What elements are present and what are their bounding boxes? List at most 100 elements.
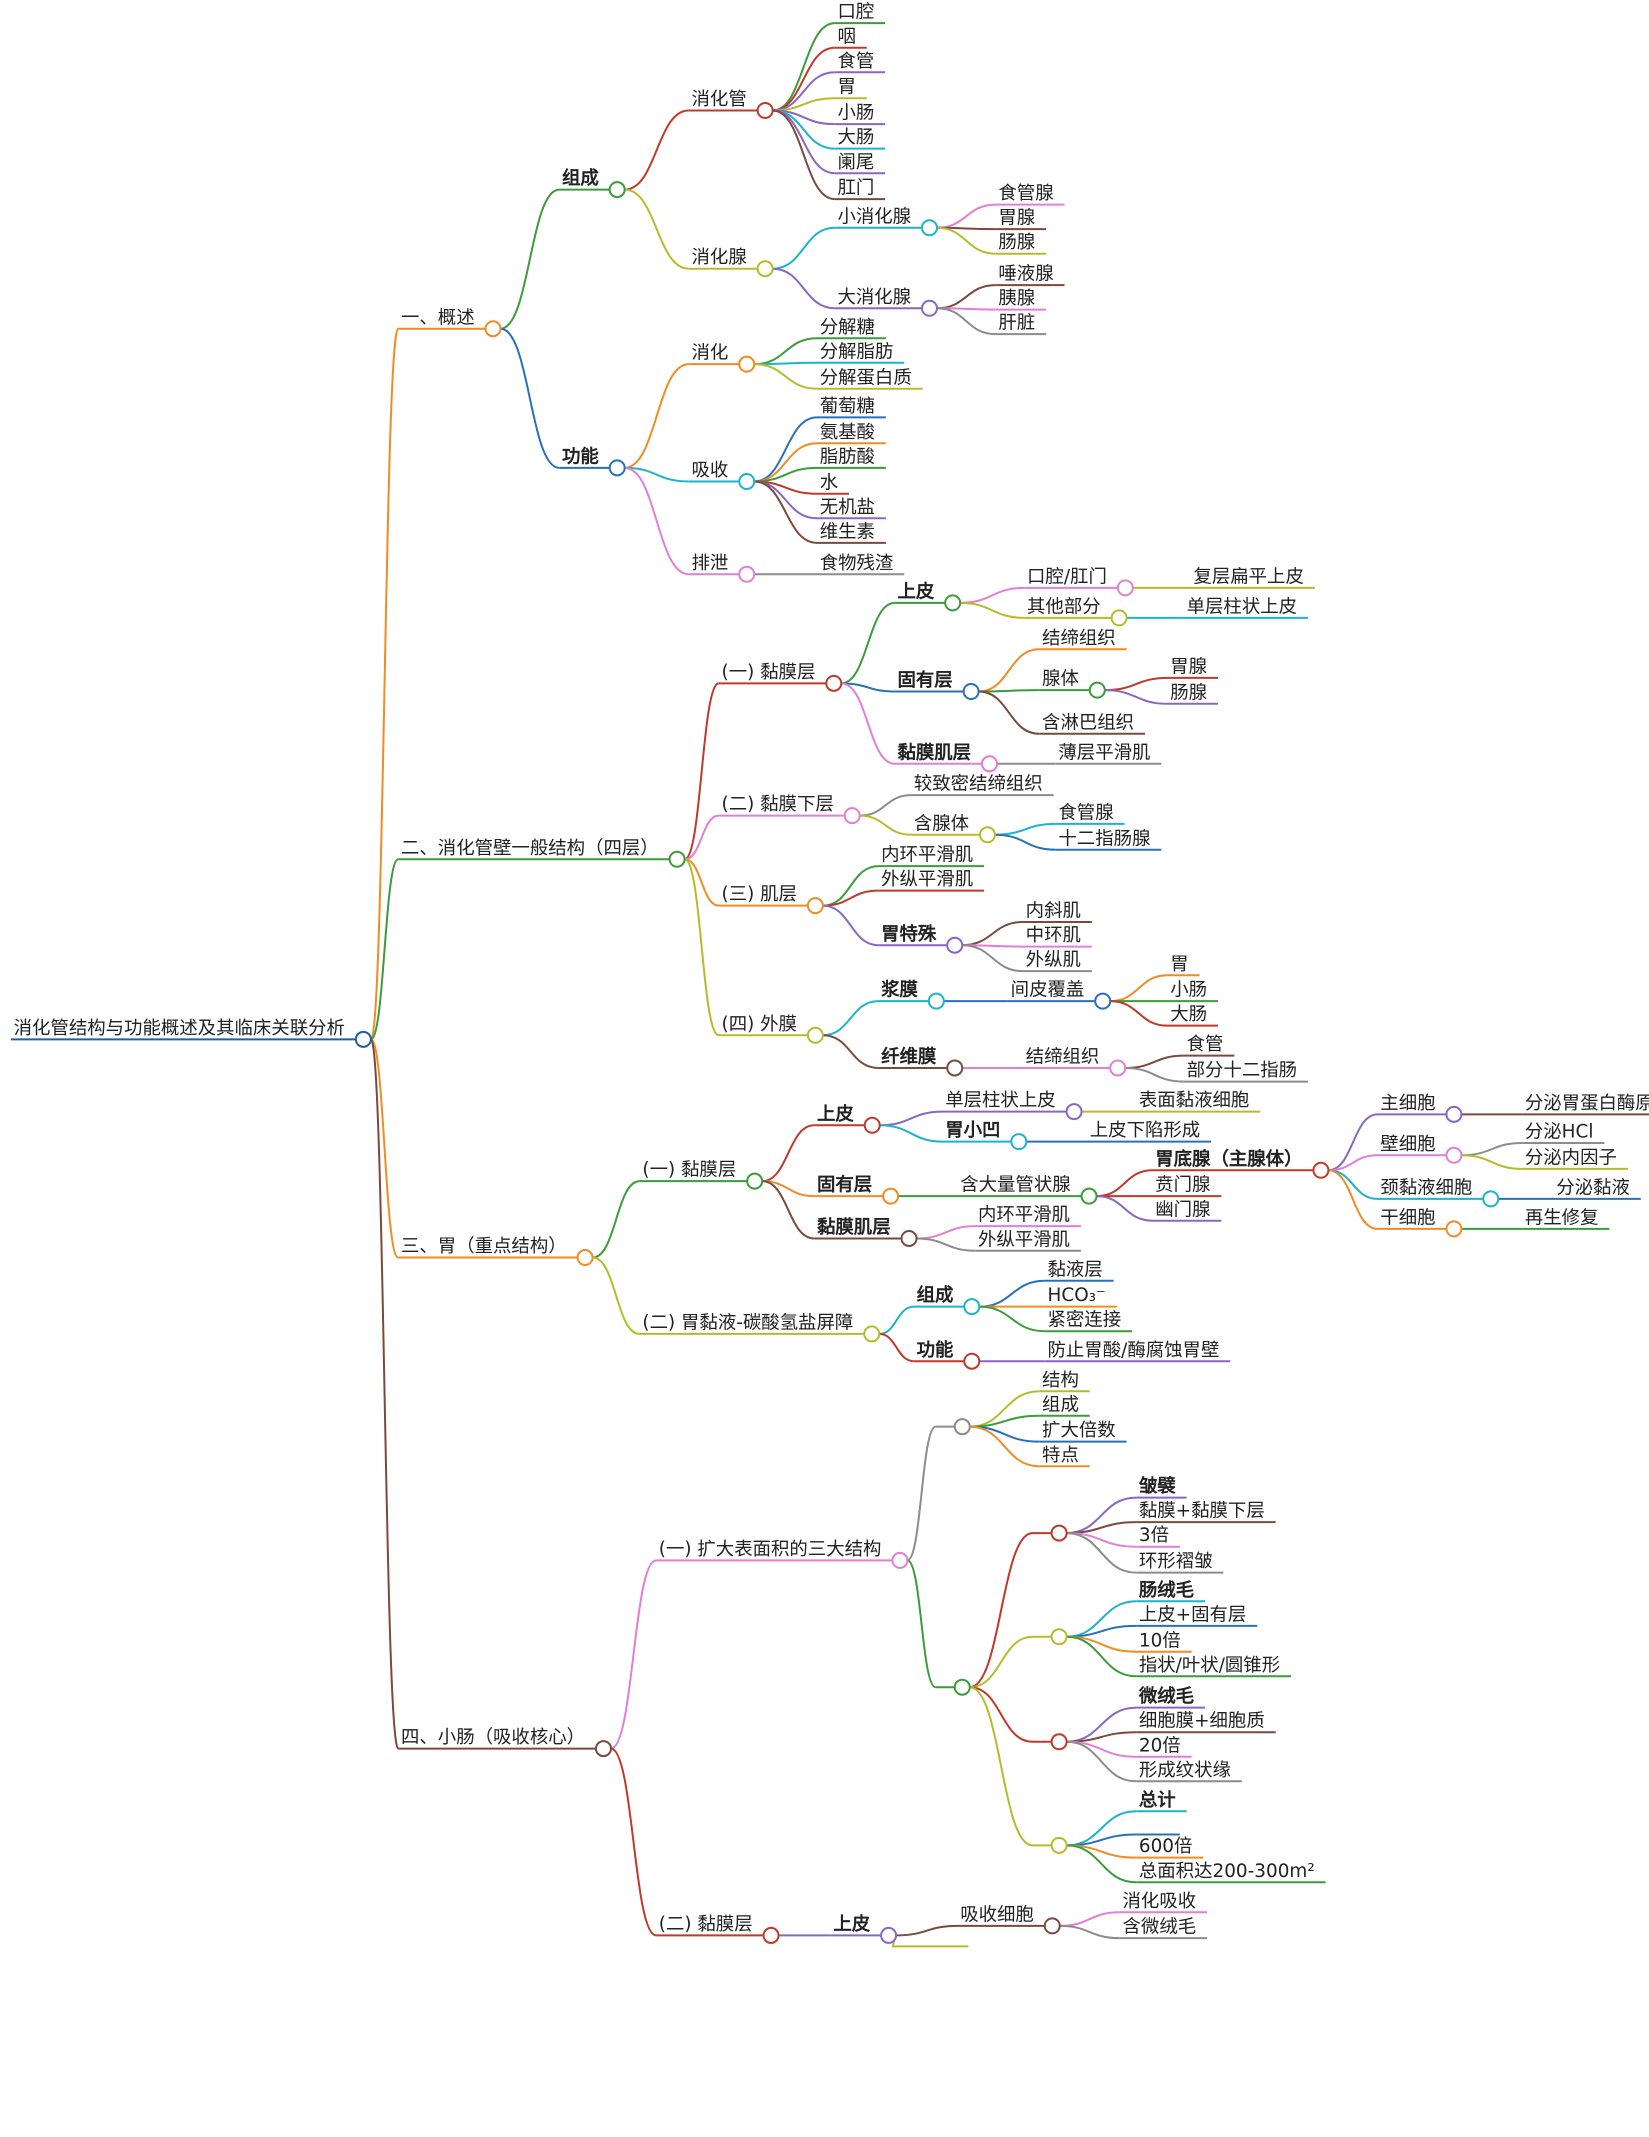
node-c2-1[interactable]: 分泌内因子 <box>1522 1147 1628 1170</box>
collapse-toggle-icon[interactable] <box>944 594 962 612</box>
collapse-toggle-icon[interactable] <box>1088 681 1106 699</box>
collapse-toggle-icon[interactable] <box>1080 1187 1098 1205</box>
collapse-toggle-icon[interactable] <box>1445 1105 1463 1123</box>
collapse-toggle-icon[interactable] <box>920 299 938 317</box>
collapse-toggle-icon[interactable] <box>1094 992 1112 1010</box>
node-s2c3[interactable]: 胃特殊 <box>878 923 964 954</box>
node-s1a1-0[interactable]: 口腔 <box>834 2 886 25</box>
node-s2b-0[interactable]: 较致密结缔组织 <box>911 774 1054 797</box>
node-s2d1a-2[interactable]: 大肠 <box>1167 1004 1218 1027</box>
node-s3a1b[interactable]: 胃小凹 <box>942 1120 1028 1151</box>
node-s1a1-3[interactable]: 胃 <box>834 77 867 100</box>
node-s1b2-0[interactable]: 葡萄糖 <box>816 396 886 419</box>
node-s2a2b-0[interactable]: 胃腺 <box>1167 656 1218 679</box>
collapse-toggle-icon[interactable] <box>981 755 999 773</box>
collapse-toggle-icon[interactable] <box>484 320 502 338</box>
node-s1b3-0[interactable]: 食物残渣 <box>816 553 905 576</box>
node-s4a1-0[interactable]: 结构 <box>1039 1370 1090 1393</box>
node-s2a[interactable]: (一) 黏膜层 <box>718 662 843 692</box>
collapse-toggle-icon[interactable] <box>1110 609 1128 627</box>
node-c1[interactable]: 主细胞 <box>1377 1093 1463 1123</box>
collapse-toggle-icon[interactable] <box>900 1229 918 1247</box>
node-s2a1b-0[interactable]: 单层柱状上皮 <box>1183 596 1308 619</box>
node-s2a1b[interactable]: 其他部分 <box>1024 596 1128 627</box>
node-s4a2a-1[interactable]: 黏膜+黏膜下层 <box>1136 1501 1276 1524</box>
node-s2b2[interactable]: 含腺体 <box>911 813 996 844</box>
node-s2[interactable]: 二、消化管壁一般结构（四层） <box>398 838 686 868</box>
node-s1a2b-2[interactable]: 肝脏 <box>995 313 1047 336</box>
node-s3a1a-0[interactable]: 表面黏液细胞 <box>1136 1090 1261 1113</box>
node-s2c-1[interactable]: 外纵平滑肌 <box>878 869 985 892</box>
collapse-toggle-icon[interactable] <box>1050 1836 1068 1854</box>
node-s2a2b[interactable]: 腺体 <box>1039 669 1106 699</box>
node-s3b1[interactable]: 组成 <box>913 1284 981 1316</box>
collapse-toggle-icon[interactable] <box>668 850 686 868</box>
node-s1b1-1[interactable]: 分解脂肪 <box>816 341 905 364</box>
node-s4a2c[interactable] <box>1032 1733 1068 1751</box>
node-s2b[interactable]: (二) 黏膜下层 <box>718 794 861 825</box>
node-s2a2-2[interactable]: 含淋巴组织 <box>1039 712 1145 735</box>
collapse-toggle-icon[interactable] <box>843 807 861 825</box>
node-s4[interactable]: 四、小肠（吸收核心） <box>398 1727 612 1758</box>
collapse-toggle-icon[interactable] <box>762 1926 780 1944</box>
node-s4a2c-3[interactable]: 形成纹状缘 <box>1136 1760 1242 1783</box>
node-c2-0[interactable]: 分泌HCl <box>1522 1122 1605 1144</box>
node-s3a1a[interactable]: 单层柱状上皮 <box>942 1090 1083 1121</box>
node-s4a2a-0[interactable]: 皱襞 <box>1136 1475 1187 1499</box>
node-s1b2-1[interactable]: 氨基酸 <box>816 422 886 445</box>
node-s1a2b-0[interactable]: 唾液腺 <box>995 264 1065 287</box>
node-s1a1-7[interactable]: 肛门 <box>834 178 886 201</box>
node-s1b2-5[interactable]: 维生素 <box>816 521 886 544</box>
node-s4a2d-2[interactable]: 600倍 <box>1136 1836 1204 1859</box>
collapse-toggle-icon[interactable] <box>608 181 626 199</box>
node-s3b1-0[interactable]: 黏液层 <box>1044 1259 1114 1282</box>
node-s1a1-2[interactable]: 食管 <box>834 51 886 74</box>
node-s2d2[interactable]: 纤维膜 <box>878 1046 964 1077</box>
node-s1a1-4[interactable]: 小肠 <box>834 103 886 126</box>
node-s4a2d-3[interactable]: 总面积达200-300m² <box>1136 1861 1326 1884</box>
node-s4a2a-3[interactable]: 环形褶皱 <box>1136 1551 1224 1574</box>
collapse-toggle-icon[interactable] <box>863 1116 881 1134</box>
node-c2[interactable]: 壁细胞 <box>1377 1134 1463 1164</box>
collapse-toggle-icon[interactable] <box>806 1026 824 1044</box>
node-s2d2a-0[interactable]: 食管 <box>1183 1034 1235 1057</box>
node-s3a1b-0[interactable]: 上皮下陷形成 <box>1087 1120 1212 1143</box>
node-s4b1a-0[interactable]: 消化吸收 <box>1119 1891 1208 1914</box>
collapse-toggle-icon[interactable] <box>1065 1103 1083 1121</box>
collapse-toggle-icon[interactable] <box>1445 1220 1463 1238</box>
collapse-toggle-icon[interactable] <box>920 219 938 237</box>
node-s4a[interactable]: (一) 扩大表面积的三大结构 <box>656 1539 909 1569</box>
collapse-toggle-icon[interactable] <box>946 936 964 954</box>
collapse-toggle-icon[interactable] <box>738 355 756 373</box>
node-s3b[interactable]: (二) 胃黏液-碳酸氢盐屏障 <box>639 1312 881 1343</box>
node-s2a1[interactable]: 上皮 <box>894 580 962 612</box>
node-s2b2-0[interactable]: 食管腺 <box>1055 802 1125 825</box>
node-s1b2-3[interactable]: 水 <box>816 472 850 495</box>
node-s4a2b-1[interactable]: 上皮+固有层 <box>1136 1604 1258 1627</box>
collapse-toggle-icon[interactable] <box>825 674 843 692</box>
node-s4a2d[interactable] <box>1032 1836 1068 1854</box>
collapse-toggle-icon[interactable] <box>953 1418 971 1436</box>
collapse-toggle-icon[interactable] <box>1109 1059 1127 1077</box>
node-s2d2a-1[interactable]: 部分十二指肠 <box>1183 1060 1308 1083</box>
node-s2d2a[interactable]: 结缔组织 <box>1022 1047 1127 1077</box>
node-s4a2b-2[interactable]: 10倍 <box>1136 1630 1192 1653</box>
node-s2a3[interactable]: 黏膜肌层 <box>894 741 999 773</box>
node-s2c3-1[interactable]: 中环肌 <box>1022 925 1092 948</box>
collapse-toggle-icon[interactable] <box>738 472 756 490</box>
node-s3a2a-1[interactable]: 贲门腺 <box>1152 1175 1222 1198</box>
collapse-toggle-icon[interactable] <box>1010 1133 1028 1151</box>
collapse-toggle-icon[interactable] <box>738 565 756 583</box>
node-s1[interactable]: 一、概述 <box>398 307 502 338</box>
node-s3a2a-2[interactable]: 幽门腺 <box>1152 1199 1222 1222</box>
node-root[interactable]: 消化管结构与功能概述及其临床关联分析 <box>10 1018 372 1048</box>
node-s3b2[interactable]: 功能 <box>913 1339 981 1370</box>
node-s4a2a[interactable] <box>1032 1524 1068 1542</box>
node-s1a[interactable]: 组成 <box>559 167 626 199</box>
collapse-toggle-icon[interactable] <box>608 459 626 477</box>
collapse-toggle-icon[interactable] <box>1050 1524 1068 1542</box>
node-s2c[interactable]: (三) 肌层 <box>718 884 824 915</box>
node-s3a2a[interactable]: 含大量管状腺 <box>957 1175 1098 1205</box>
collapse-toggle-icon[interactable] <box>863 1325 881 1343</box>
node-s1a1-6[interactable]: 阑尾 <box>834 152 886 175</box>
